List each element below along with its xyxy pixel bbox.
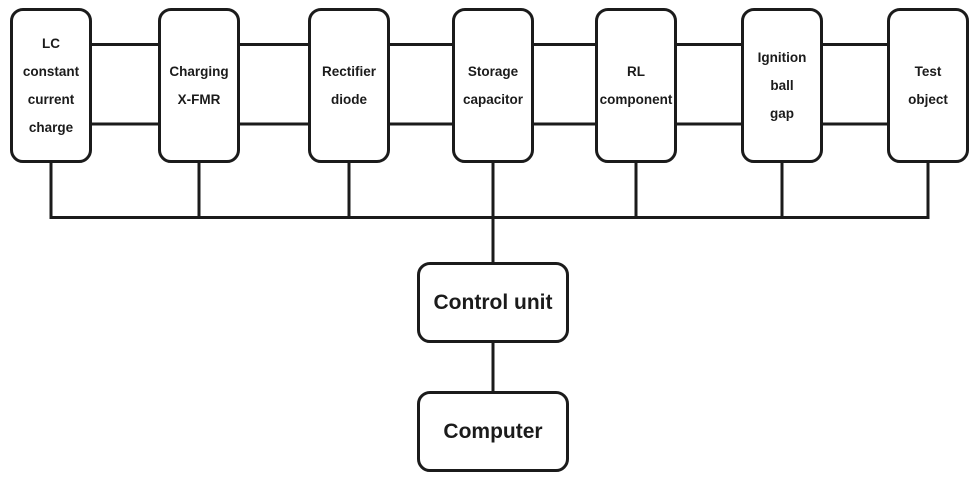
- block-label-line: Rectifier: [321, 63, 377, 79]
- block-label-line: Storage: [467, 63, 519, 79]
- block-lc-constant-current-charge: LC constant current charge: [10, 8, 92, 163]
- block-test-object: Test object: [887, 8, 969, 163]
- block-label-line: capacitor: [462, 91, 524, 107]
- block-computer: Computer: [417, 391, 569, 472]
- control-unit-label: Control unit: [433, 290, 553, 314]
- block-label-line: charge: [28, 119, 74, 135]
- block-rl-component: RL component: [595, 8, 677, 163]
- block-label-line: LC: [42, 35, 60, 51]
- block-label-line: constant: [22, 63, 80, 79]
- block-label-line: current: [27, 91, 75, 107]
- block-ignition-ball-gap: Ignition ball gap: [741, 8, 823, 163]
- block-label-line: component: [599, 91, 673, 107]
- block-label-line: Charging: [169, 63, 229, 79]
- block-label-line: gap: [769, 105, 794, 121]
- inter-block-connector-lines: [90, 43, 889, 126]
- block-storage-capacitor: Storage capacitor: [452, 8, 534, 163]
- block-label-line: Test: [914, 63, 942, 79]
- block-label-line: Ignition: [757, 49, 807, 65]
- block-charging-xfmr: Charging X-FMR: [158, 8, 240, 163]
- block-label-line: X-FMR: [177, 91, 221, 107]
- block-label-line: ball: [770, 77, 794, 93]
- block-label-line: RL: [627, 63, 645, 79]
- drop-lines: [49, 160, 930, 219]
- block-rectifier-diode: Rectifier diode: [308, 8, 390, 163]
- block-label-line: object: [908, 91, 948, 107]
- block-control-unit: Control unit: [417, 262, 569, 343]
- block-label-line: diode: [331, 91, 367, 107]
- computer-label: Computer: [443, 419, 543, 443]
